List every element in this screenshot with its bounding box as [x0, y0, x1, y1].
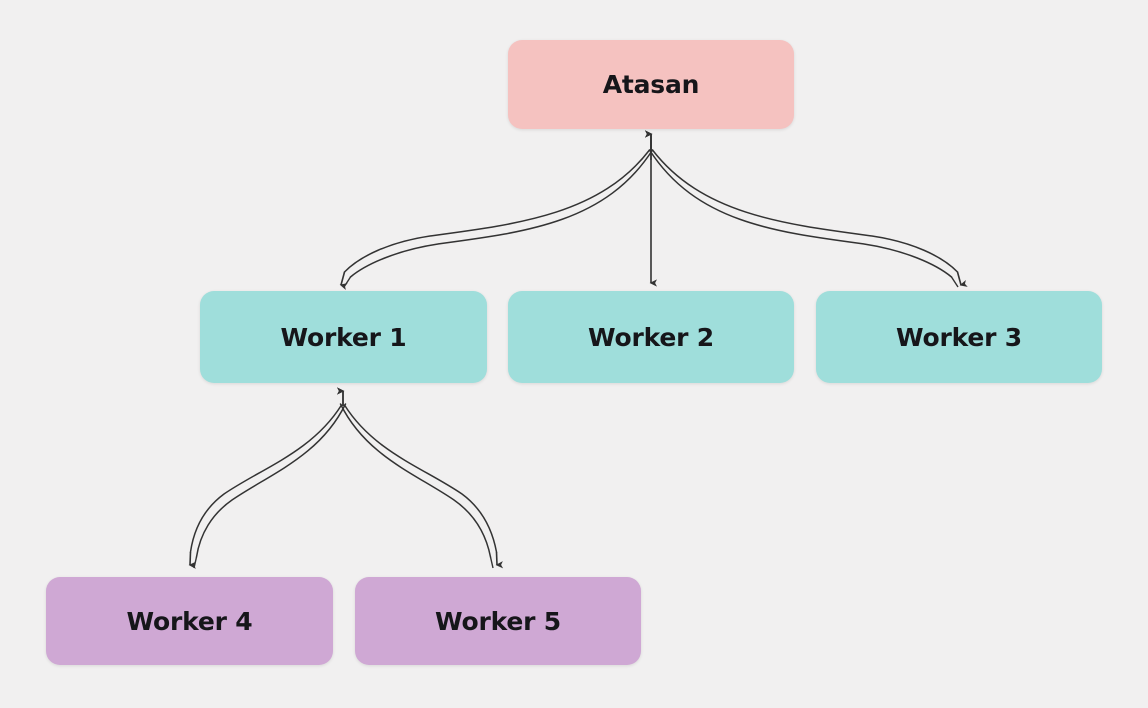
node-atasan-label: Atasan [602, 70, 700, 99]
node-worker-5-label: Worker 5 [435, 606, 561, 636]
node-worker-1[interactable]: Worker 1 [200, 291, 487, 383]
node-worker-2-label: Worker 2 [588, 322, 714, 352]
node-worker-5[interactable]: Worker 5 [355, 577, 641, 665]
node-worker-3[interactable]: Worker 3 [816, 291, 1102, 383]
node-worker-2[interactable]: Worker 2 [508, 291, 794, 383]
node-worker-1-label: Worker 1 [280, 322, 407, 352]
node-worker-4-label: Worker 4 [126, 606, 253, 636]
edge-worker1-worker5 [336, 387, 504, 569]
node-worker-3-label: Worker 3 [896, 322, 1022, 352]
node-atasan[interactable]: Atasan [508, 40, 794, 129]
edge-atasan-worker3 [644, 130, 968, 288]
node-worker-4[interactable]: Worker 4 [46, 577, 333, 665]
edge-atasan-worker1 [339, 130, 654, 291]
edge-worker1-worker4 [188, 387, 347, 569]
